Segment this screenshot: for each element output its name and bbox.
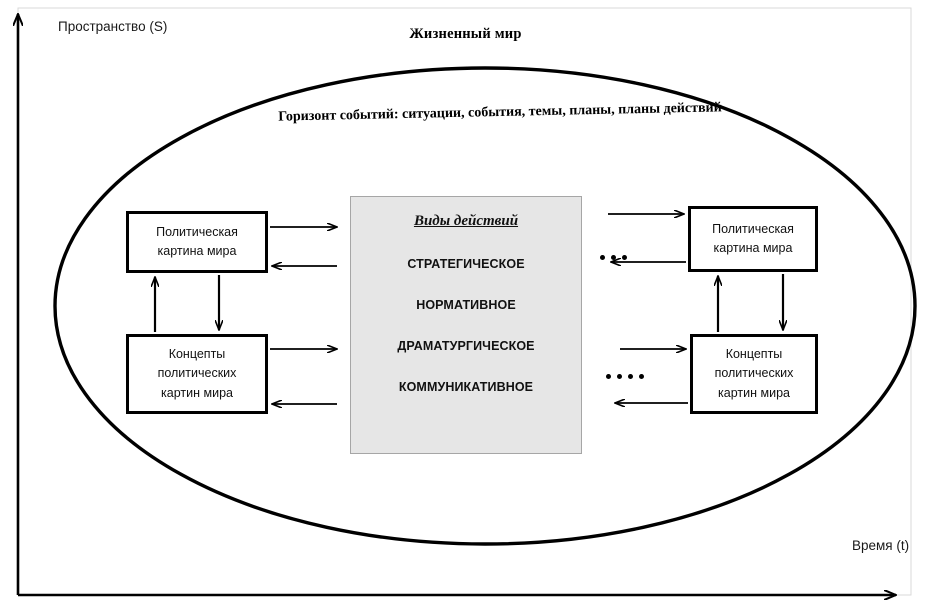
box-right-top-line2: картина мира [713,241,793,255]
dot [628,374,633,379]
dot [639,374,644,379]
action-type-communicative: КОММУНИКАТИВНОЕ [398,380,534,394]
dot [617,374,622,379]
box-left-bottom-line3: картин мира [161,385,233,400]
box-left-political-worldview[interactable]: Политическая картина мира [126,211,268,273]
box-right-bottom-line2: политических [714,366,794,381]
continuation-dots-lower [606,374,644,379]
axis-label-time: Время (t) [852,538,910,553]
dot [611,255,616,260]
dot [622,255,627,260]
box-left-top-line1: Политическая [156,224,238,239]
lifeworld-ellipse [53,66,917,546]
dot [606,374,611,379]
axis-label-space: Пространство (S) [58,19,168,34]
box-right-bottom-line1: Концепты [725,346,783,361]
box-right-top-line1: Политическая [712,221,794,236]
box-left-top-line2: картина мира [157,244,237,258]
action-type-strategic: СТРАТЕГИЧЕСКОЕ [407,257,525,271]
dot [600,255,605,260]
action-types-panel[interactable]: Виды действий СТРАТЕГИЧЕСКОЕ НОРМАТИВНОЕ… [350,196,582,454]
action-types-heading: Виды действий [413,213,519,229]
action-type-normative: НОРМАТИВНОЕ [416,298,516,312]
box-right-bottom-line3: картин мира [718,385,790,400]
lifeworld-title: Жизненный мир [409,26,522,42]
box-left-bottom-line2: политических [157,366,237,381]
action-type-dramaturgical: ДРАМАТУРГИЧЕСКОЕ [397,339,535,353]
box-left-concepts-political-worldviews[interactable]: Концепты политических картин мира [126,334,268,414]
continuation-dots-upper [600,255,627,260]
box-right-concepts-political-worldviews[interactable]: Концепты политических картин мира [690,334,818,414]
box-right-political-worldview[interactable]: Политическая картина мира [688,206,818,272]
box-left-bottom-line1: Концепты [168,346,226,361]
